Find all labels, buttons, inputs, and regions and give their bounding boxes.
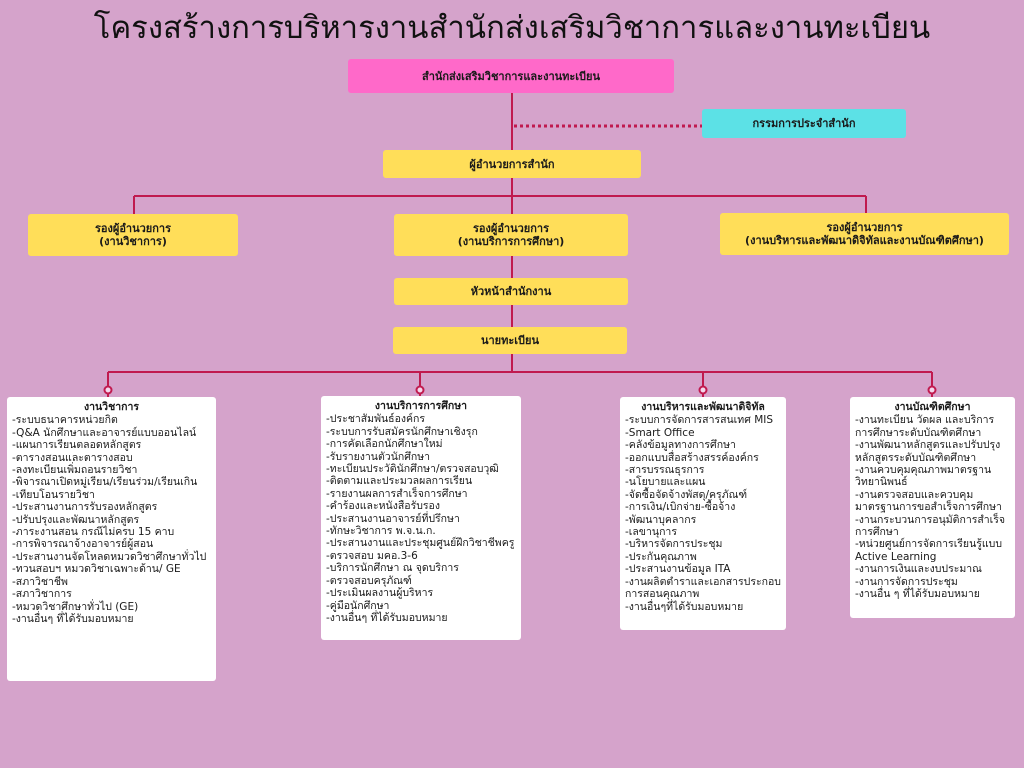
unit-task: -ตารางสอนและตารางสอบ xyxy=(12,451,133,464)
deputy-service-title: รองผู้อำนวยการ xyxy=(472,222,549,235)
unit-task: -นโยบายและแผน xyxy=(625,476,706,489)
unit-task: -งานการเงินและงบประมาณ xyxy=(855,563,982,576)
unit-task: -งานพัฒนาหลักสูตรและปรับปรุงหลักสูตรระดั… xyxy=(855,439,1001,464)
office-label: สำนักส่งเสริมวิชาการและงานทะเบียน xyxy=(421,69,601,83)
deputy-service-box: รองผู้อำนวยการ (งานบริการการศึกษา) xyxy=(394,214,628,256)
unit-task: -ทะเบียนประวัตินักศึกษา/ตรวจสอบวุฒิ xyxy=(326,463,499,476)
unit-task: -งานทะเบียน วัดผล และบริการการศึกษาระดับ… xyxy=(855,414,995,439)
unit-task: -การพิจารณาจ้างอาจารย์ผู้สอน xyxy=(12,538,154,551)
deputy-academic-box: รองผู้อำนวยการ (งานวิชาการ) xyxy=(28,214,238,256)
deputy-academic-scope: (งานวิชาการ) xyxy=(99,235,167,248)
page-title: โครงสร้างการบริหารงานสำนักส่งเสริมวิชากา… xyxy=(93,10,931,46)
unit-task: -ติดตามและประมวลผลการเรียน xyxy=(326,475,473,488)
deputy-digital-scope: (งานบริหารและพัฒนาดิจิทัลและงานบัณฑิตศึก… xyxy=(745,234,984,247)
unit-task: -การเงิน/เบิกจ่าย-ซื้อจ้าง xyxy=(625,501,736,514)
unit-task: -สารบรรณธุรการ xyxy=(625,464,705,477)
unit-task: -ประชาสัมพันธ์องค์กร xyxy=(326,413,426,426)
unit-task: -ลงทะเบียนเพิ่มถอนรายวิชา xyxy=(12,464,138,477)
unit-task: -รับรายงานตัวนักศึกษา xyxy=(326,450,431,463)
unit-task: -งานอื่นๆที่ได้รับมอบหมาย xyxy=(625,600,744,613)
head-office-label: หัวหน้าสำนักงาน xyxy=(470,285,552,298)
unit-task: -หน่วยศูนย์การจัดการเรียนรู้แบบ Active L… xyxy=(855,538,1002,563)
unit-task: -งานการจัดการประชุม xyxy=(855,575,958,588)
unit-task: -Q&A นักศึกษาและอาจารย์แบบออนไลน์ xyxy=(12,426,197,439)
director-box: ผู้อำนวยการสำนัก xyxy=(383,150,641,178)
unit-task: -งานกระบวนการอนุมัติการสำเร็จการศึกษา xyxy=(855,513,1006,539)
deputy-digital-title: รองผู้อำนวยการ xyxy=(826,221,903,234)
unit-task: -การคัดเลือกนักศึกษาใหม่ xyxy=(326,438,443,451)
unit-task: -ทักษะวิชาการ พ.จ.น.ก. xyxy=(326,525,436,538)
unit-title: งานบัณฑิตศึกษา xyxy=(894,401,971,413)
unit-task: -งานตรวจสอบและควบคุมมาตรฐานการขอสำเร็จกา… xyxy=(855,488,1002,514)
junction-dot-1 xyxy=(103,385,113,395)
unit-task: -ระบบการรับสมัครนักศึกษาเชิงรุก xyxy=(326,425,478,438)
unit-task: -ปรับปรุงและพัฒนาหลักสูตร xyxy=(12,513,140,526)
deputy-digital-box: รองผู้อำนวยการ (งานบริหารและพัฒนาดิจิทัล… xyxy=(720,213,1009,255)
unit-task: -คู่มือนักศึกษา xyxy=(326,599,390,612)
unit-task: -งานผลิตตำราและเอกสารประกอบการสอนคุณภาพ xyxy=(625,575,781,601)
head-office-box: หัวหน้าสำนักงาน xyxy=(394,278,628,305)
unit-task: -สภาวิชาการ xyxy=(12,588,72,601)
unit-task: -บริการนักศึกษา ณ จุดบริการ xyxy=(326,562,459,575)
unit-task: -จัดซื้อจัดจ้างพัสดุ/ครุภัณฑ์ xyxy=(625,488,748,501)
deputy-service-scope: (งานบริการการศึกษา) xyxy=(457,235,565,248)
unit-task: -ระบบธนาคารหน่วยกิต xyxy=(12,414,118,427)
unit-box: งานบริการการศึกษา-ประชาสัมพันธ์องค์กร-ระ… xyxy=(321,396,521,640)
unit-task: -คำร้องและหนังสือรับรอง xyxy=(326,500,440,513)
unit-task: -ประกันคุณภาพ xyxy=(625,550,697,563)
unit-task: -แผนการเรียนตลอดหลักสูตร xyxy=(12,439,142,452)
registrar-label: นายทะเบียน xyxy=(480,334,539,347)
unit-task: -งานอื่น ๆ ที่ได้รับมอบหมาย xyxy=(855,588,980,601)
junction-dot-3 xyxy=(698,385,708,395)
junction-dot-4 xyxy=(927,385,937,395)
unit-task: -คลังข้อมูลทางการศึกษา xyxy=(625,439,736,452)
unit-task: -ประสานงานและประชุมศูนย์ฝึกวิชาชีพครู xyxy=(326,537,515,550)
registrar-box: นายทะเบียน xyxy=(393,327,627,354)
unit-task: -รายงานผลการสำเร็จการศึกษา xyxy=(326,487,468,500)
unit-task: -ประสานงานอาจารย์ที่ปรึกษา xyxy=(326,512,460,525)
unit-task: -บริหารจัดการประชุม xyxy=(625,538,723,551)
unit-box: งานบริหารและพัฒนาดิจิทัล-ระบบการจัดการสา… xyxy=(620,397,786,630)
unit-task: -หมวดวิชาศึกษาทั่วไป (GE) xyxy=(12,600,139,613)
deputy-academic-title: รองผู้อำนวยการ xyxy=(94,222,171,235)
office-box: สำนักส่งเสริมวิชาการและงานทะเบียน xyxy=(348,59,674,93)
unit-task: -เลขานุการ xyxy=(625,526,677,539)
unit-box: งานวิชาการ-ระบบธนาคารหน่วยกิต-Q&A นักศึก… xyxy=(7,397,216,681)
unit-task: -งานอื่นๆ ที่ได้รับมอบหมาย xyxy=(326,611,448,624)
unit-task: -ภาระงานสอน กรณีไม่ครบ 15 คาบ xyxy=(12,526,175,539)
unit-task: -ทวนสอบฯ หมวดวิชาเฉพาะด้าน/ GE xyxy=(12,563,181,576)
unit-box: งานบัณฑิตศึกษา-งานทะเบียน วัดผล และบริกา… xyxy=(850,397,1015,618)
unit-title: งานบริการการศึกษา xyxy=(374,400,468,412)
unit-task: -สภาวิชาชีพ xyxy=(12,575,68,588)
unit-task: -งานอื่นๆ ที่ได้รับมอบหมาย xyxy=(12,612,134,625)
unit-task: -ประสานงานข้อมูล ITA xyxy=(625,563,731,576)
unit-task: -ประสานงานการรับรองหลักสูตร xyxy=(12,501,158,514)
unit-task: -เทียบโอนรายวิชา xyxy=(12,488,95,501)
director-label: ผู้อำนวยการสำนัก xyxy=(469,157,555,171)
unit-task: -ออกแบบสื่อสร้างสรรค์องค์กร xyxy=(625,451,759,464)
unit-task: -ระบบการจัดการสารสนเทศ MIS xyxy=(625,414,774,427)
junction-dot-2 xyxy=(415,385,425,395)
unit-title: งานวิชาการ xyxy=(83,401,139,413)
unit-task: -ประเมินผลงานผู้บริหาร xyxy=(326,587,434,600)
unit-task: -งานควบคุมคุณภาพมาตรฐานวิทยานิพนธ์ xyxy=(855,464,992,489)
unit-task: -พิจารณาเปิดหมู่เรียน/เรียนร่วม/เรียนเกิ… xyxy=(12,476,198,489)
unit-task: -ตรวจสอบครุภัณฑ์ xyxy=(326,574,412,587)
unit-task: -Smart Office xyxy=(625,426,695,439)
unit-task: -พัฒนาบุคลากร xyxy=(625,513,697,526)
committee-box: กรรมการประจำสำนัก xyxy=(702,109,906,138)
unit-task: -ตรวจสอบ มคอ.3-6 xyxy=(326,549,418,562)
unit-title: งานบริหารและพัฒนาดิจิทัล xyxy=(641,401,765,413)
unit-task: -ประสานงานจัดโหลดหมวดวิชาศึกษาทั่วไป xyxy=(12,550,207,563)
committee-label: กรรมการประจำสำนัก xyxy=(752,117,856,130)
